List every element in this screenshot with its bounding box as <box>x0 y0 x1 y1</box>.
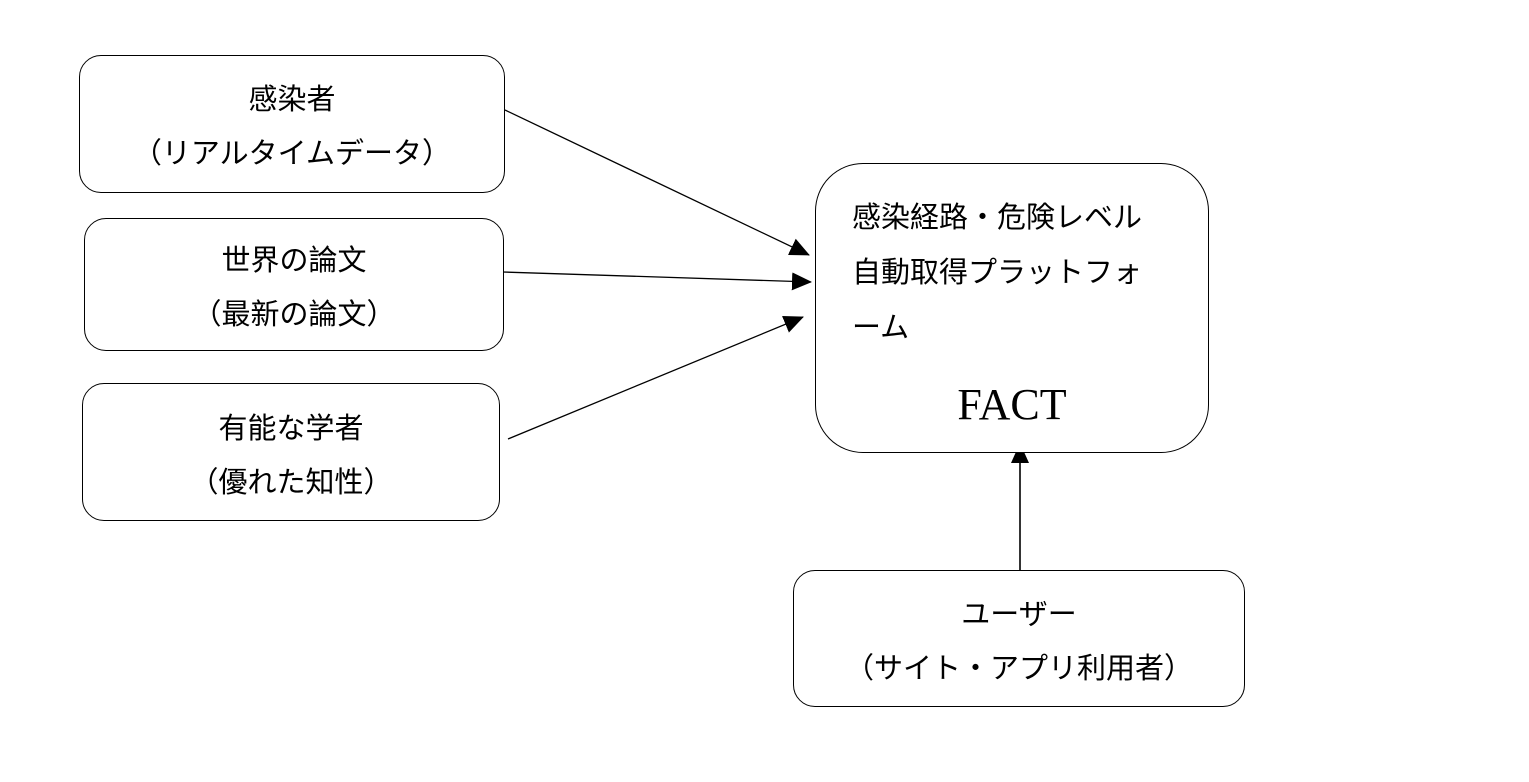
user-title: ユーザー <box>961 597 1077 631</box>
arrow-papers-to-platform <box>502 271 812 291</box>
source-box-papers: 世界の論文 （最新の論文） <box>84 218 504 351</box>
source-title: 世界の論文 <box>221 243 367 277</box>
user-subtitle: （サイト・アプリ利用者） <box>844 651 1193 685</box>
source-subtitle: （優れた知性） <box>189 465 393 499</box>
platform-name: FACT <box>957 380 1067 429</box>
source-box-infected: 感染者 （リアルタイムデータ） <box>79 55 505 193</box>
source-subtitle: （リアルタイムデータ） <box>132 136 452 170</box>
platform-description-line-3: ーム <box>852 310 910 344</box>
arrow-scholars-to-platform <box>507 315 804 440</box>
source-subtitle: （最新の論文） <box>192 297 396 331</box>
platform-box: 感染経路・危険レベル 自動取得プラットフォ ーム FACT <box>815 163 1209 453</box>
arrow-infected-to-platform <box>504 109 810 256</box>
source-title: 有能な学者 <box>218 411 364 445</box>
source-title: 感染者 <box>248 82 336 116</box>
platform-description-line-1: 感染経路・危険レベル <box>852 200 1143 234</box>
user-box: ユーザー （サイト・アプリ利用者） <box>793 570 1245 707</box>
platform-description-line-2: 自動取得プラットフォ <box>852 255 1143 289</box>
source-box-scholars: 有能な学者 （優れた知性） <box>82 383 500 521</box>
